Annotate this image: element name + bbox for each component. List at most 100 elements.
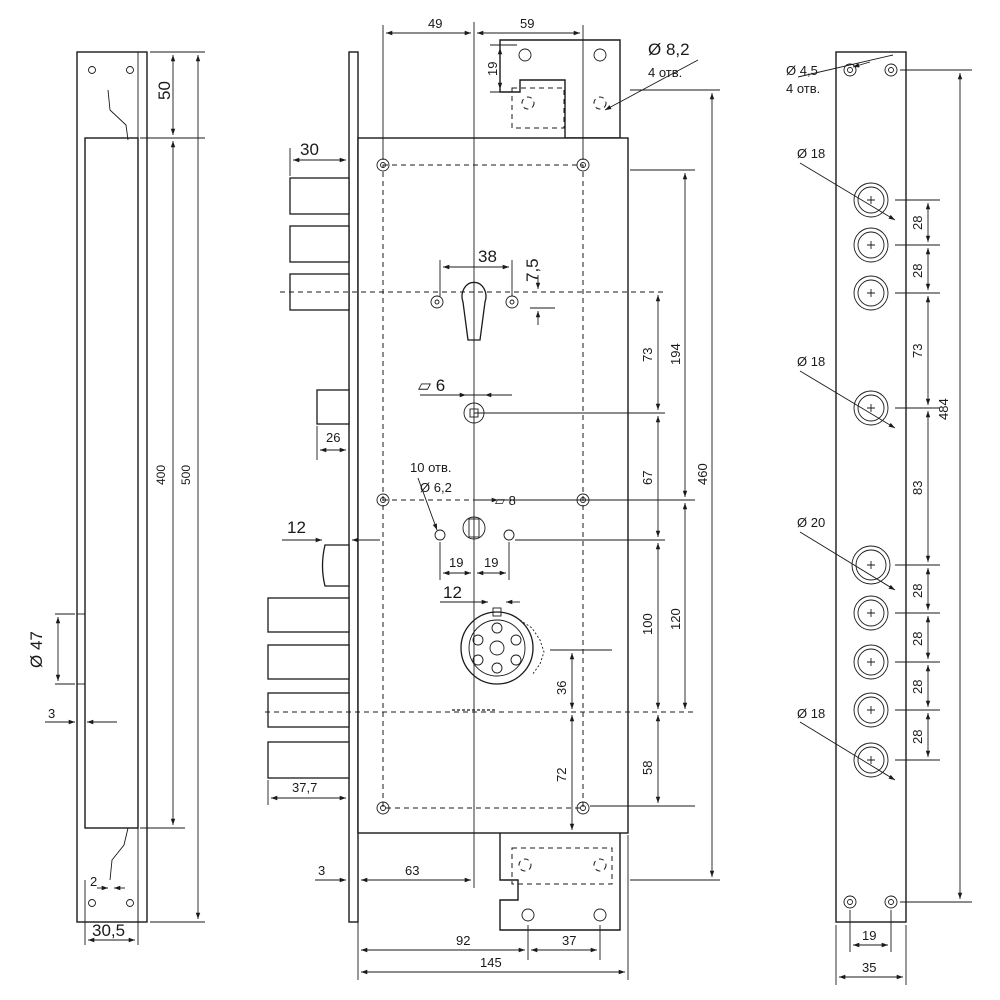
dim-10otv: 10 отв. — [410, 460, 452, 475]
front-view: 49 59 19 Ø 8,2 4 отв. 30 38 7,5 ▱ 6 26 1… — [265, 16, 720, 980]
dim-28a: 28 — [910, 216, 925, 230]
body-screw-hole — [576, 801, 590, 815]
dim-28c: 28 — [910, 584, 925, 598]
side-view: 50 400 500 Ø 47 3 2 30,5 — [27, 51, 205, 945]
side-dim-30-5: 30,5 — [92, 921, 125, 940]
strike-screw-hole — [884, 63, 898, 77]
dim-7-5: 7,5 — [523, 258, 542, 282]
dim-28e: 28 — [910, 680, 925, 694]
bolt — [289, 177, 350, 215]
dim-d8-2: Ø 8,2 — [648, 40, 690, 59]
dim-4otv-strike: 4 отв. — [786, 81, 820, 96]
side-lock-body — [84, 137, 139, 829]
side-dim-400: 400 — [154, 465, 168, 485]
dim-4otv-tab: 4 отв. — [648, 65, 682, 80]
strike-view: Ø 4,5 4 отв. Ø 18 Ø 18 Ø 20 Ø 18 28 28 7… — [786, 51, 972, 985]
dim-30: 30 — [300, 140, 319, 159]
tab-hole — [593, 48, 607, 62]
strike-holes — [851, 182, 891, 778]
handle-hole — [434, 529, 446, 541]
side-dim-50: 50 — [155, 81, 174, 100]
side-rod-top — [107, 89, 129, 141]
top-mount-tab — [499, 39, 621, 139]
dim-d18a: Ø 18 — [797, 146, 825, 161]
body-screw-hole — [376, 493, 390, 507]
side-screw-hole — [126, 66, 134, 74]
tab-hole — [518, 48, 532, 62]
dim-73-front: 73 — [640, 348, 655, 362]
side-screw-hole — [126, 899, 134, 907]
dim-92: 92 — [456, 933, 470, 948]
side-screw-hole — [88, 899, 96, 907]
dim-d6-2: Ø 6,2 — [420, 480, 452, 495]
dim-67: 67 — [640, 471, 655, 485]
bolt — [267, 597, 350, 633]
side-dim-d47: Ø 47 — [27, 631, 46, 668]
cylinder-cutout — [461, 281, 487, 341]
strike-screw-hole — [843, 895, 857, 909]
front-faceplate — [348, 51, 359, 923]
tab-hole — [593, 908, 607, 922]
tab-hole-hidden — [518, 858, 532, 872]
mounting-hole-pattern — [382, 164, 584, 809]
dim-37-7: 37,7 — [292, 780, 317, 795]
dim-d4-5: Ø 4,5 — [786, 63, 818, 78]
latch-bevel — [321, 544, 350, 587]
dim-d18c: Ø 18 — [797, 706, 825, 721]
cylinder-screw-hole — [430, 295, 444, 309]
dim-19b: 19 — [484, 555, 498, 570]
strike-screw-hole — [884, 895, 898, 909]
dim-sq8: ▱ 8 — [495, 493, 516, 508]
dim-100: 100 — [640, 613, 655, 635]
bottom-mount-tab — [499, 831, 621, 931]
dim-3-front: 3 — [318, 863, 325, 878]
dim-36: 36 — [554, 681, 569, 695]
gear — [460, 611, 534, 685]
lock-body — [357, 137, 629, 834]
handle-hole — [503, 529, 515, 541]
dim-d20: Ø 20 — [797, 515, 825, 530]
dim-49: 49 — [428, 16, 442, 31]
tab-hole-hidden — [593, 858, 607, 872]
dim-83: 83 — [910, 481, 925, 495]
dim-194: 194 — [668, 343, 683, 365]
bolt — [289, 225, 350, 263]
dim-35: 35 — [862, 960, 876, 975]
dim-460: 460 — [695, 463, 710, 485]
bolt — [267, 741, 350, 779]
dim-58: 58 — [640, 761, 655, 775]
dim-28f: 28 — [910, 730, 925, 744]
dim-d18b: Ø 18 — [797, 354, 825, 369]
tab-hole-hidden — [593, 96, 607, 110]
body-screw-hole — [376, 801, 390, 815]
dim-sq6: ▱ 6 — [418, 376, 445, 395]
dim-120: 120 — [668, 608, 683, 630]
bolt — [267, 644, 350, 680]
dim-38: 38 — [478, 247, 497, 266]
side-screw-hole — [88, 66, 96, 74]
strike-screw-hole — [843, 63, 857, 77]
strike-plate — [835, 51, 907, 923]
dim-26: 26 — [326, 430, 340, 445]
side-dim-2: 2 — [90, 874, 97, 889]
dim-12-latch: 12 — [287, 518, 306, 537]
side-dim-3: 3 — [48, 706, 55, 721]
dim-37: 37 — [562, 933, 576, 948]
dim-73-strike: 73 — [910, 344, 925, 358]
dim-484: 484 — [936, 398, 951, 420]
tab-hole-hidden — [521, 96, 535, 110]
dim-12-gear: 12 — [443, 583, 462, 602]
side-cylinder-notch — [76, 613, 86, 685]
dim-59: 59 — [520, 16, 534, 31]
dim-72: 72 — [554, 768, 569, 782]
dim-19-strike: 19 — [862, 928, 876, 943]
bolt — [267, 692, 350, 728]
tab-hole — [521, 908, 535, 922]
dim-63: 63 — [405, 863, 419, 878]
dim-28d: 28 — [910, 632, 925, 646]
dim-28b: 28 — [910, 264, 925, 278]
side-rod-bottom — [109, 827, 129, 881]
side-dim-500: 500 — [179, 465, 193, 485]
dim-19-tab: 19 — [485, 62, 500, 76]
